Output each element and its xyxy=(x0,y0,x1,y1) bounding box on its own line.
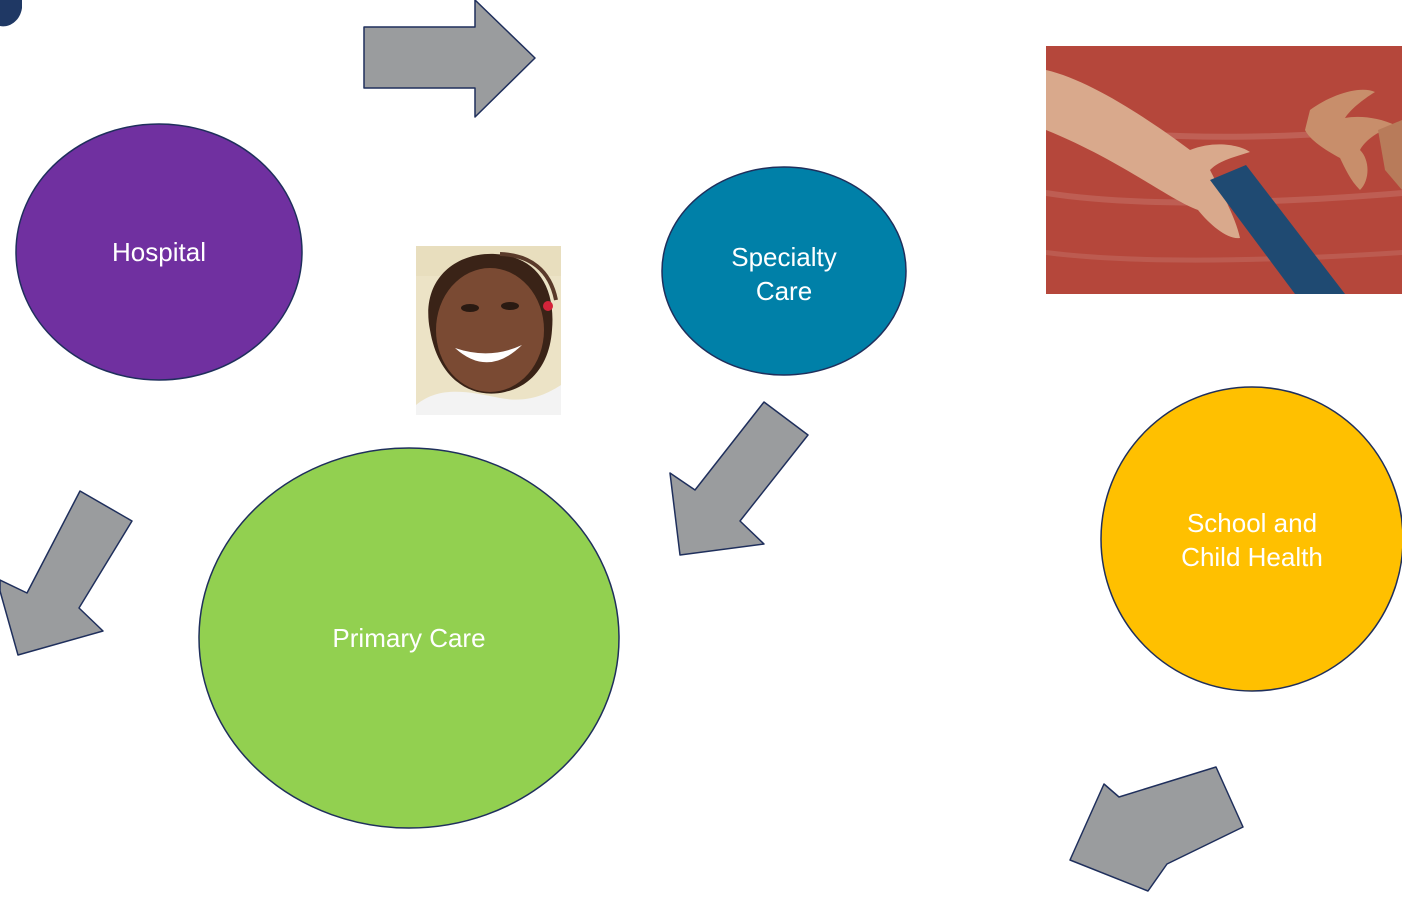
hand-off-baton-photo xyxy=(1046,46,1402,294)
arrow-down-left-hospital xyxy=(0,490,133,656)
school-child-health-node xyxy=(1100,386,1402,692)
hospital-node xyxy=(15,123,303,381)
arrow-down-left-specialty xyxy=(669,401,809,556)
arrow-down-left-school xyxy=(1069,766,1244,892)
specialty-care-node xyxy=(661,166,907,376)
smiling-child-photo xyxy=(416,246,561,415)
primary-care-node xyxy=(198,447,620,829)
title-fragment xyxy=(0,0,22,27)
arrow-right-top xyxy=(363,0,536,118)
